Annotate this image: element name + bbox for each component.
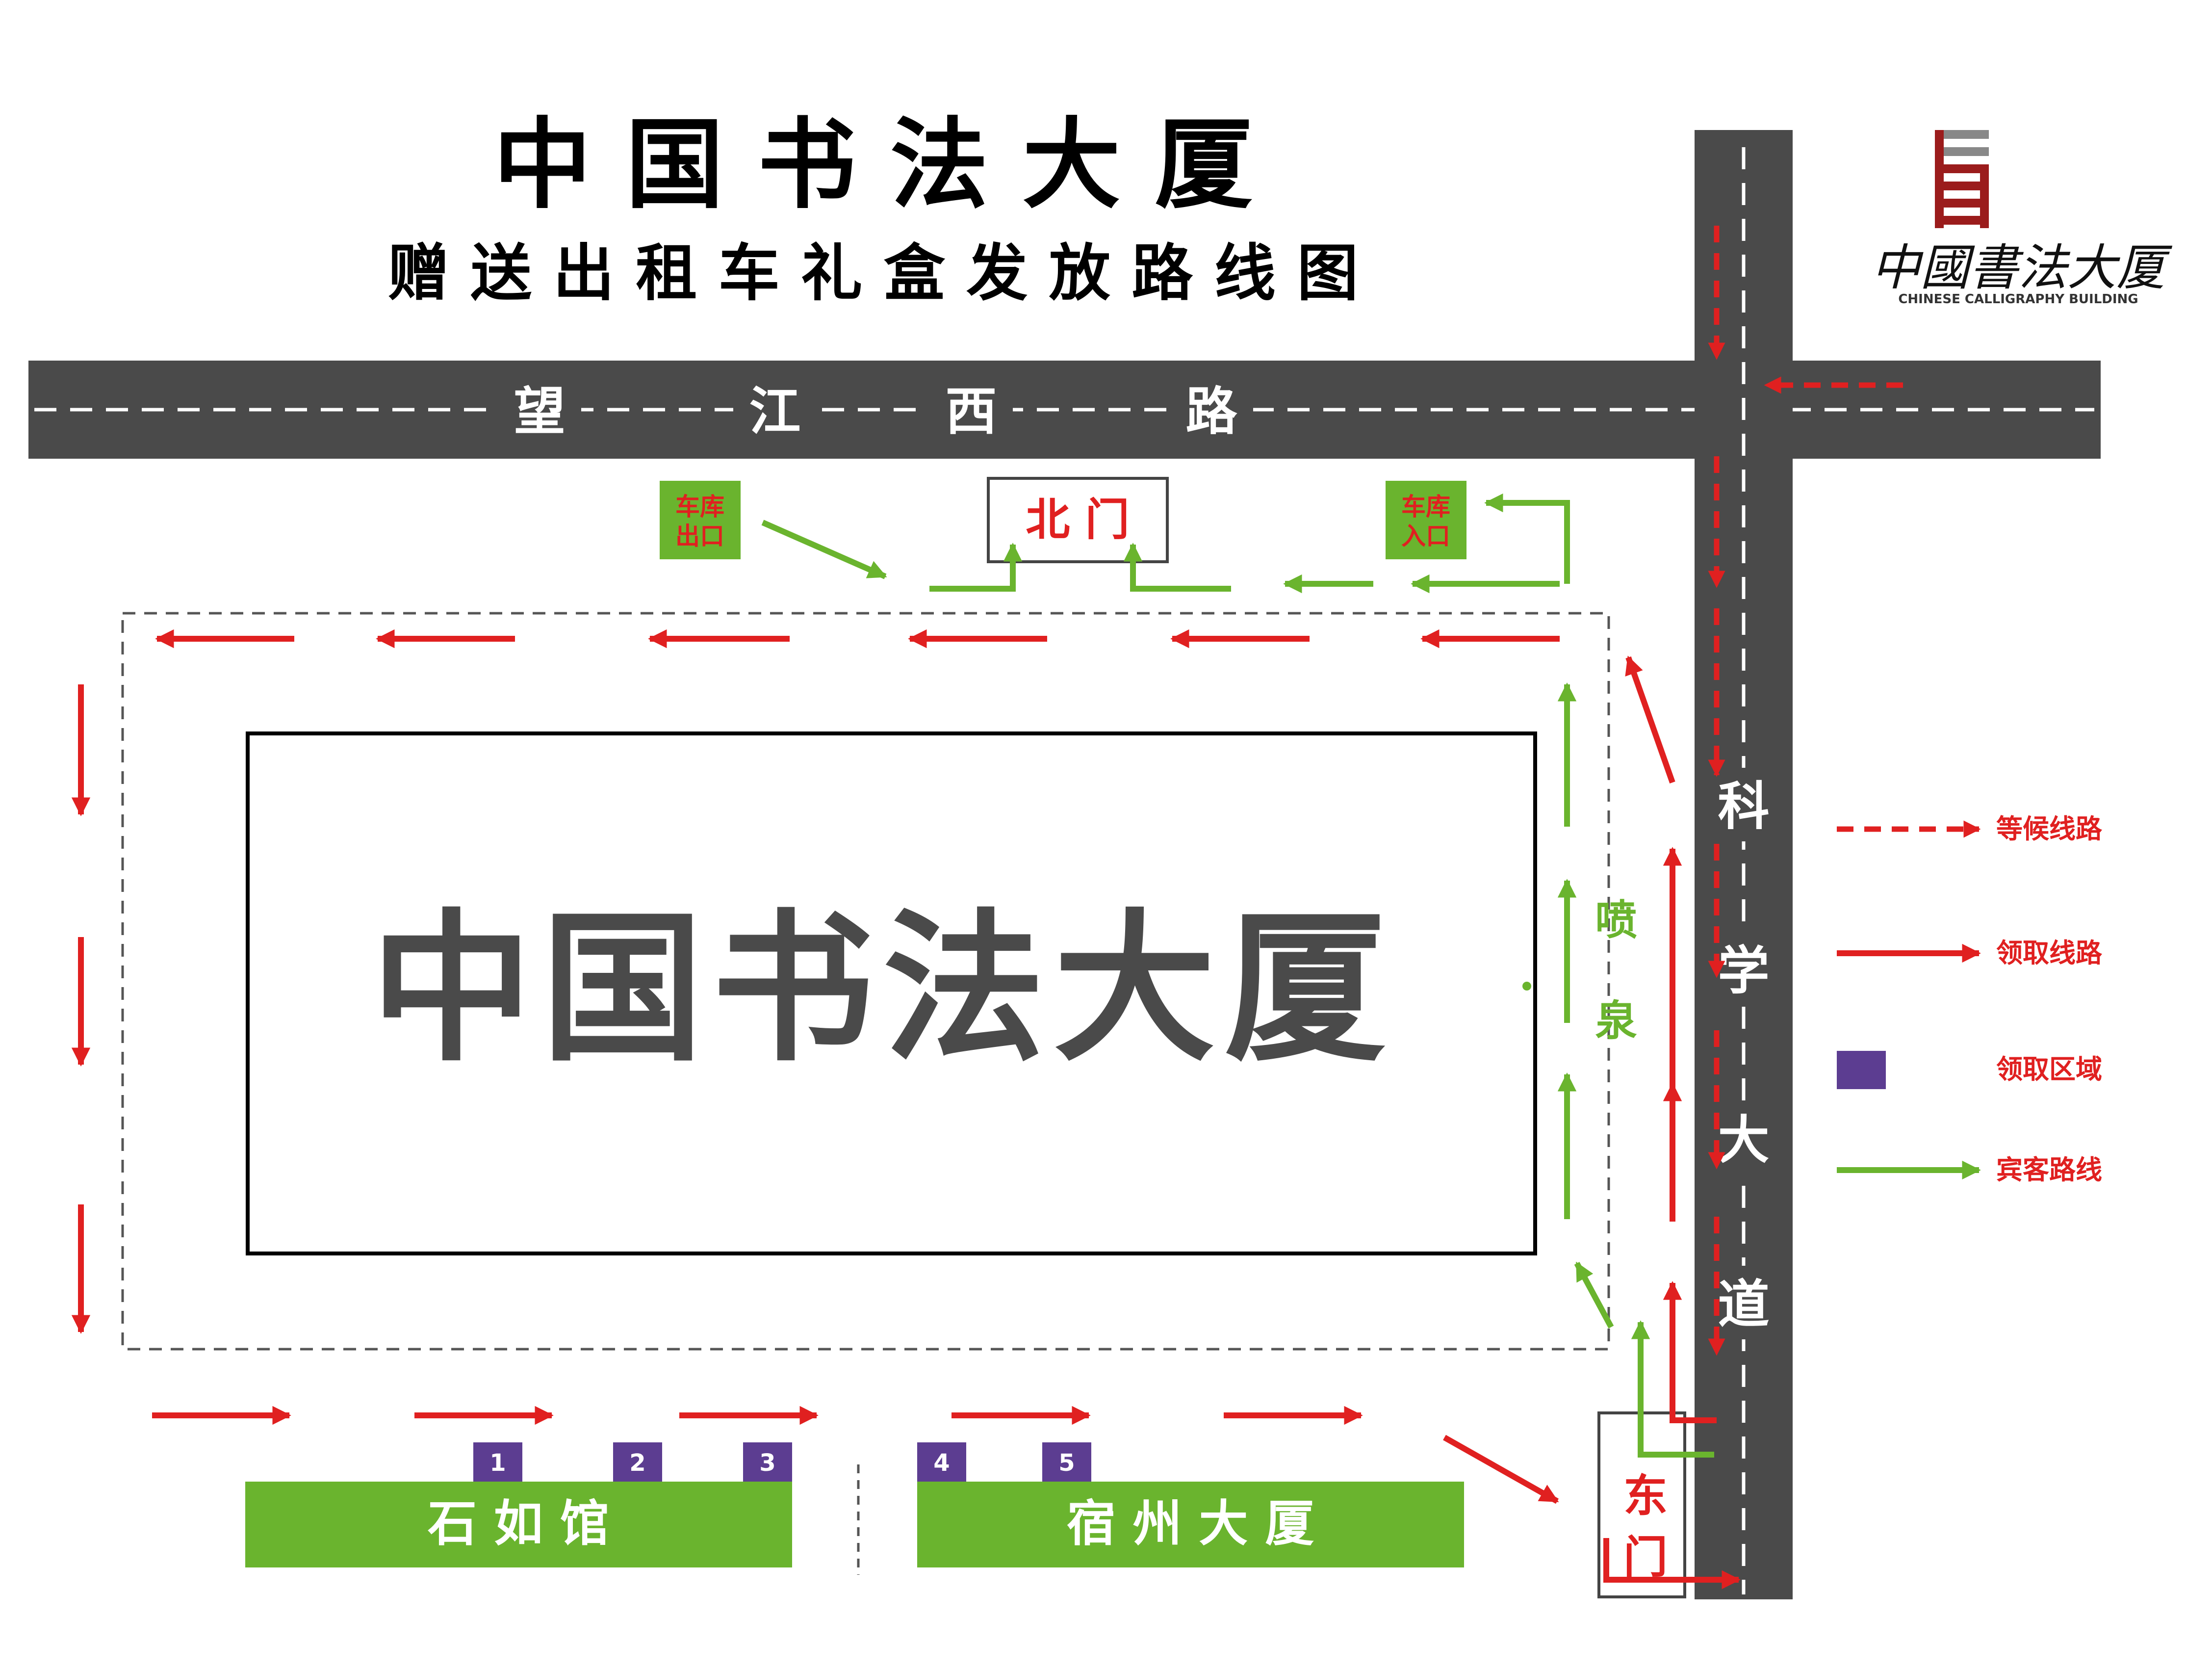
legend-label: 领取线路	[1996, 938, 2103, 968]
road-science-avenue	[1695, 130, 1793, 1599]
garage-entrance: 车库 入口	[1386, 481, 1466, 559]
legend: 等候线路 领取线路 领取区域 宾客路线	[1837, 813, 2103, 1185]
logo: 中國書法大厦 CHINESE CALLIGRAPHY BUILDING	[1871, 130, 2173, 307]
road-char: 学	[1718, 941, 1769, 1001]
legend-label: 宾客路线	[1996, 1154, 2102, 1185]
main-building: 中国书法大厦	[246, 731, 1537, 1255]
legend-pickup-zone: 领取区域	[1837, 1051, 2102, 1089]
fountain-label: 喷	[1595, 896, 1637, 945]
legend-pickup-route: 领取线路	[1837, 938, 2103, 968]
pickup-zone-number: 2	[629, 1449, 645, 1477]
waiting-route	[1708, 226, 1903, 1356]
legend-label: 等候线路	[1996, 813, 2103, 844]
garage-exit-line: 车库	[675, 493, 724, 521]
road-char: 道	[1718, 1275, 1769, 1334]
pickup-zone-number: 3	[759, 1449, 775, 1477]
venue-shiru-hall: 石 如 馆	[245, 1482, 792, 1567]
venue-label: 宿 州 大 厦	[1067, 1495, 1314, 1552]
road-char: 大	[1718, 1110, 1769, 1170]
compound-boundary	[121, 612, 1610, 1351]
guest-route	[761, 493, 1714, 1458]
pickup-zones: 1 2 3 4 5	[473, 1442, 1091, 1482]
fountain: 喷 泉	[1522, 896, 1637, 1045]
page-subtitle: 赠 送 出 租 车 礼 盒 发 放 路 线 图	[388, 238, 1359, 309]
road-char: 望	[514, 382, 565, 442]
road-label-horizontal: 望 江 西 路	[498, 377, 1253, 443]
road-char: 路	[1185, 382, 1237, 442]
pickup-route	[71, 629, 1741, 1590]
road-label-vertical: 科 学 大 道	[1712, 768, 1775, 1339]
legend-label: 领取区域	[1996, 1054, 2102, 1085]
garage-entrance-line: 入口	[1401, 522, 1450, 550]
venue-label: 石 如 馆	[428, 1495, 609, 1552]
logo-text: 中國書法大厦	[1871, 239, 2173, 296]
garage-entrance-line: 车库	[1401, 493, 1450, 521]
legend-waiting-route: 等候线路	[1837, 813, 2103, 844]
road-char: 科	[1718, 777, 1769, 836]
legend-guest-route: 宾客路线	[1837, 1154, 2102, 1185]
east-gate-label: 门	[1623, 1532, 1668, 1583]
pickup-zone-number: 1	[489, 1449, 506, 1477]
page-title: 中 国 书 法 大 厦	[493, 108, 1253, 222]
pickup-zone-number: 4	[933, 1449, 950, 1477]
pickup-zone-number: 5	[1058, 1449, 1075, 1477]
east-gate-label: 东	[1623, 1470, 1668, 1522]
fountain-label: 泉	[1595, 997, 1637, 1045]
north-gate-label: 北 门	[1026, 494, 1129, 546]
logo-english: CHINESE CALLIGRAPHY BUILDING	[1898, 292, 2138, 307]
road-char: 西	[945, 382, 997, 442]
logo-mark-icon	[1935, 130, 1989, 228]
garage-exit: 车库 出口	[660, 481, 741, 559]
garage-exit-line: 出口	[675, 522, 724, 550]
road-char: 江	[749, 382, 800, 442]
venue-suzhou-building: 宿 州 大 厦	[917, 1482, 1464, 1567]
building-label: 中国书法大厦	[371, 895, 1395, 1083]
